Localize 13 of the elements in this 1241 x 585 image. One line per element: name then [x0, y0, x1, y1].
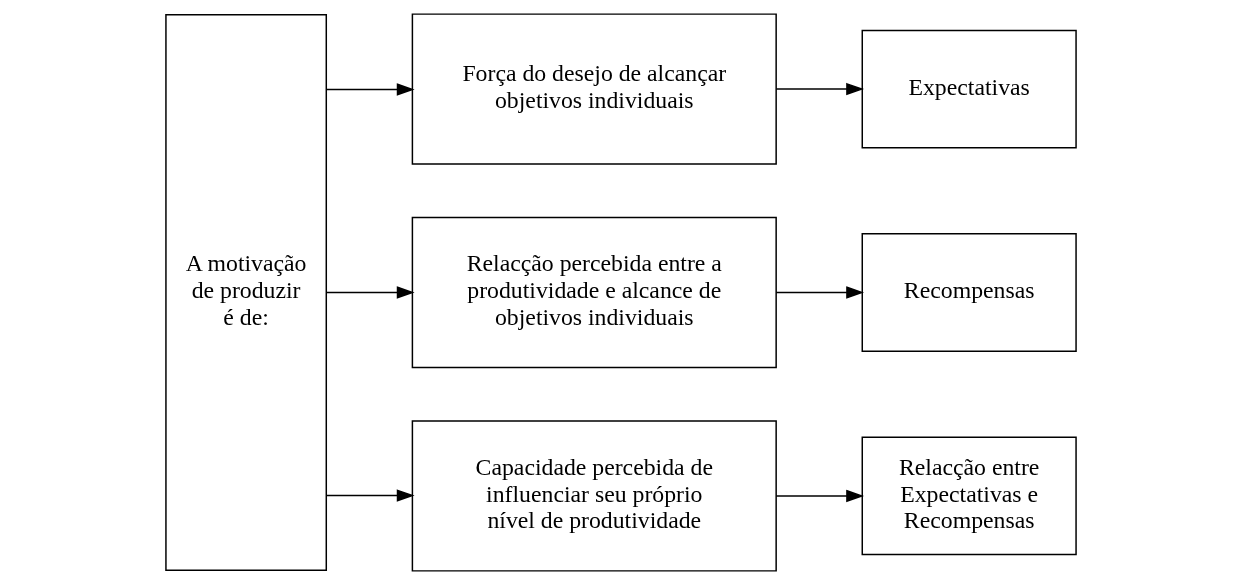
arrow [325, 83, 415, 96]
arrow [325, 489, 415, 502]
arrow [775, 82, 864, 96]
arrow [325, 286, 415, 299]
node-box: Força do desejo de alcançar objetivos individuais [411, 13, 777, 165]
node-box: Relacção percebida entre a produtividade e alcance de objetivos individuais [411, 216, 777, 369]
node-box: A motivação de produzir é de: [164, 14, 327, 571]
node-box: Expectativas [861, 29, 1077, 149]
arrow [775, 489, 864, 503]
arrow [775, 286, 864, 299]
node-box: Recompensas [861, 233, 1077, 352]
node-box: Capacidade percebida de influenciar seu próprio nível de produtividade [411, 420, 777, 572]
node-box: Relacção entre Expectativas e Recompensas [861, 436, 1077, 556]
